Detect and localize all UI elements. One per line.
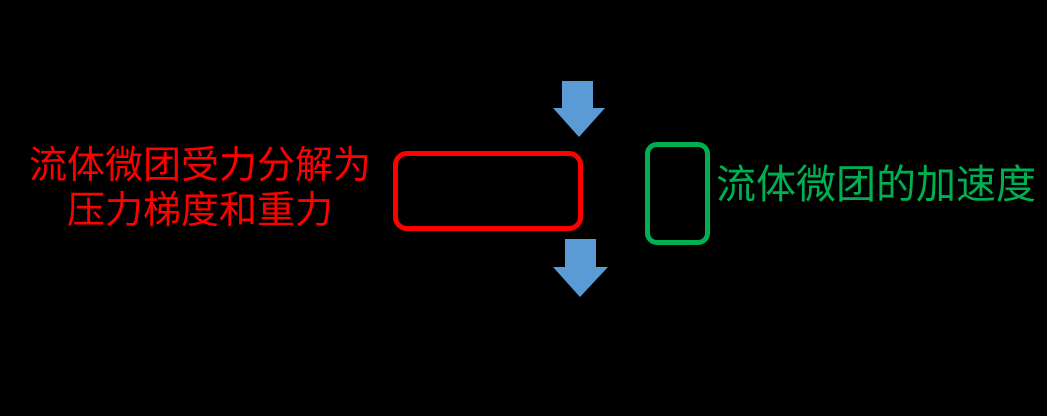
forces-decomposition-label-line2: 压力梯度和重力 [66, 188, 333, 232]
acceleration-label: 流体微团的加速度 [716, 162, 1036, 208]
acceleration-term-highlight-box [645, 142, 710, 245]
down-arrow-icon-top [553, 81, 605, 137]
forces-term-highlight-box [393, 151, 583, 231]
forces-decomposition-label: 流体微团受力分解为 压力梯度和重力 [18, 143, 382, 233]
forces-decomposition-label-line1: 流体微团受力分解为 [28, 143, 371, 187]
down-arrow-icon-bottom [553, 239, 608, 297]
